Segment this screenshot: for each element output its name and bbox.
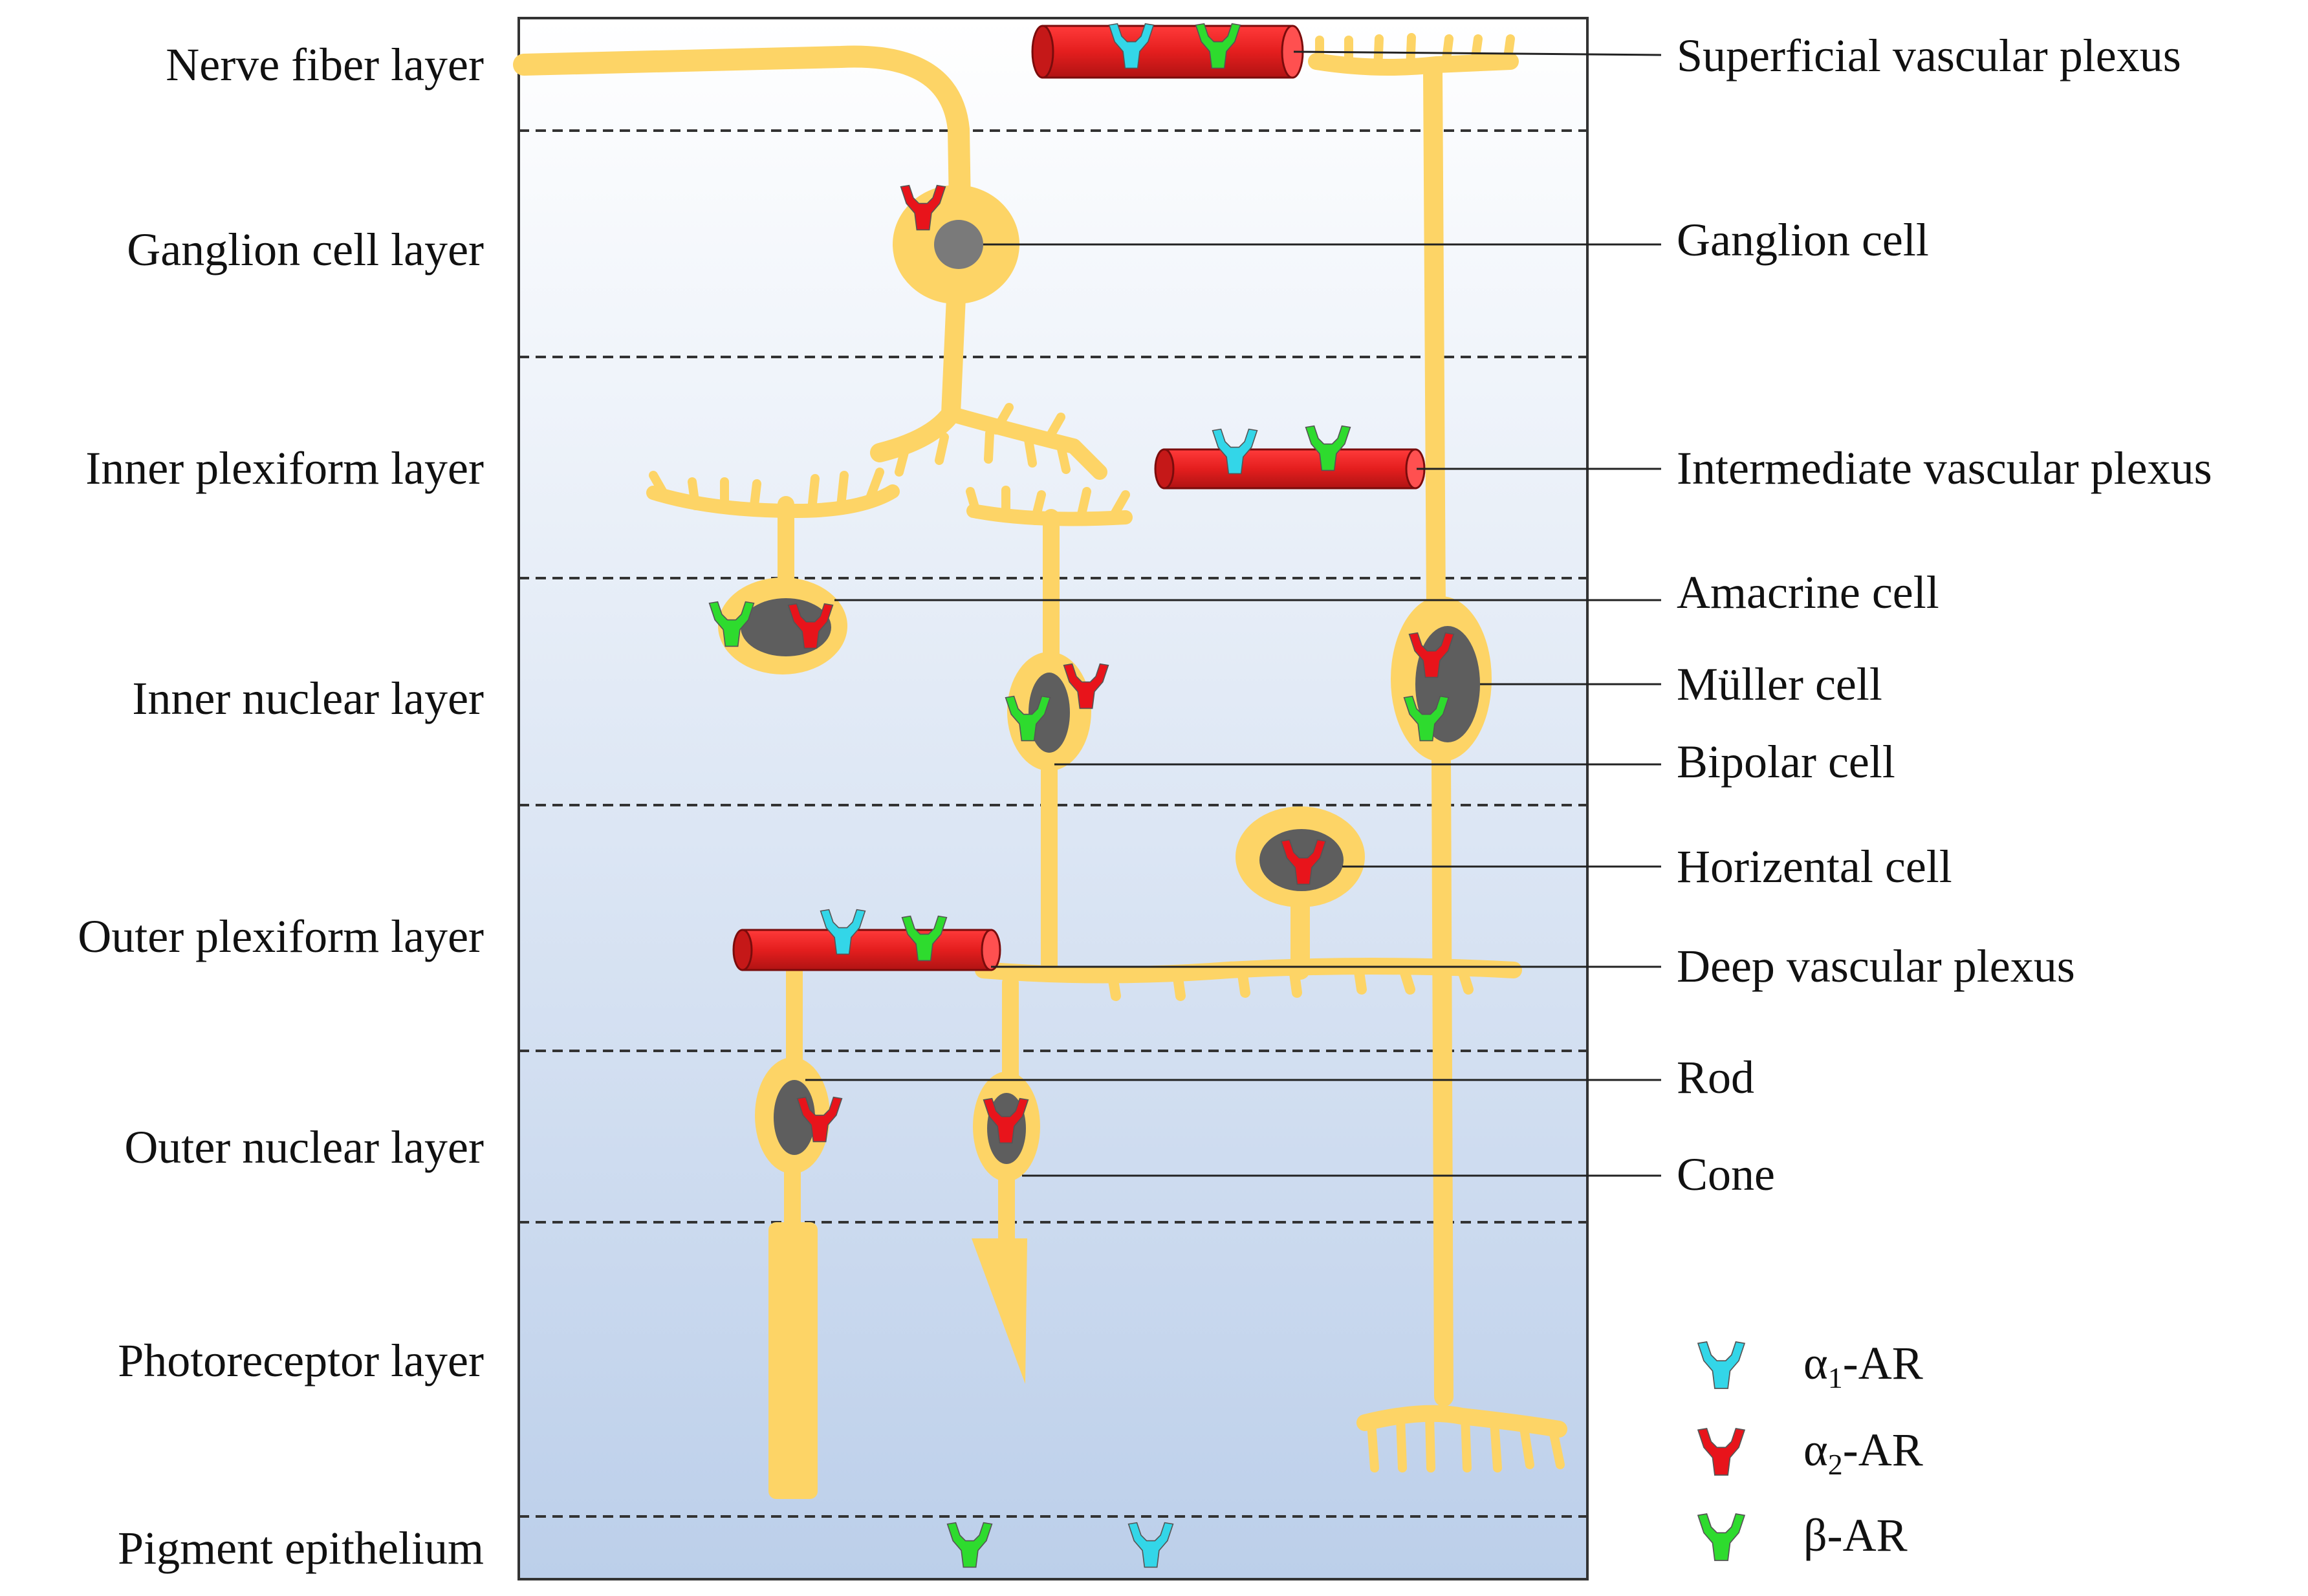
rod-outer-segment <box>768 1222 818 1499</box>
cone-outer-segment <box>972 1238 1027 1384</box>
label-amacrine-cell: Amacrine cell <box>1677 566 1939 618</box>
layer-label-inner-plexiform: Inner plexiform layer <box>85 442 484 494</box>
layer-boundaries <box>519 129 1587 1518</box>
nerve-fiber-axon <box>513 45 971 218</box>
layer-label-ganglion-cell: Ganglion cell layer <box>127 224 484 275</box>
layer-label-outer-plexiform: Outer plexiform layer <box>78 911 484 962</box>
muller-lower-shaft <box>1432 747 1453 1407</box>
leader-lines <box>805 50 1662 1177</box>
layer-label-inner-nuclear: Inner nuclear layer <box>132 673 484 724</box>
bipolar-nucleus <box>1029 673 1070 753</box>
label-bipolar-cell: Bipolar cell <box>1677 736 1895 788</box>
legend-beta-label: β-AR <box>1803 1509 1908 1561</box>
intermediate-vessel <box>1154 448 1426 490</box>
legend-alpha2-icon <box>1697 1428 1745 1476</box>
muller-top-spines <box>1315 33 1515 74</box>
amacrine-dendrite-spines <box>649 468 884 515</box>
legend-alpha2-label: α2-AR <box>1803 1424 1923 1481</box>
legend-alpha1-icon <box>1697 1341 1745 1389</box>
superficial-vessel <box>1031 25 1304 79</box>
ganglion-nucleus <box>934 220 983 269</box>
layer-label-pigment-epithelium: Pigment epithelium <box>118 1522 484 1574</box>
label-ganglion-cell: Ganglion cell <box>1677 214 1929 266</box>
amacrine-dendrite-bar <box>646 484 900 518</box>
muller-bottom-spines <box>1367 1410 1565 1472</box>
ganglion-dendrite-spines <box>895 403 1071 477</box>
label-deep-vascular-plexus: Deep vascular plexus <box>1677 940 2075 992</box>
label-superficial-vascular-plexus: Superficial vascular plexus <box>1677 30 2181 81</box>
bipolar-dendrite-spines <box>966 486 1130 525</box>
label-horizontal-cell: Horizental cell <box>1677 841 1952 892</box>
legend-alpha1-label: α1-AR <box>1803 1337 1923 1394</box>
legend-beta-icon <box>1697 1513 1745 1561</box>
muller-shaft <box>1423 61 1446 618</box>
layer-label-nerve-fiber: Nerve fiber layer <box>166 39 484 91</box>
layer-label-photoreceptor: Photoreceptor layer <box>118 1335 484 1386</box>
bipolar-dendrite-bar <box>966 504 1133 526</box>
layer-label-outer-nuclear: Outer nuclear layer <box>124 1121 484 1173</box>
label-cone: Cone <box>1677 1148 1775 1200</box>
label-muller-cell: Müller cell <box>1677 658 1882 710</box>
label-rod: Rod <box>1677 1051 1755 1103</box>
vessels <box>732 25 1426 971</box>
outer-plexiform-spines <box>1004 962 1474 1001</box>
leader-superficial-vascular-plexus <box>1293 50 1662 56</box>
deep-vessel <box>732 929 1001 971</box>
label-intermediate-vascular-plexus: Intermediate vascular plexus <box>1677 442 2212 494</box>
